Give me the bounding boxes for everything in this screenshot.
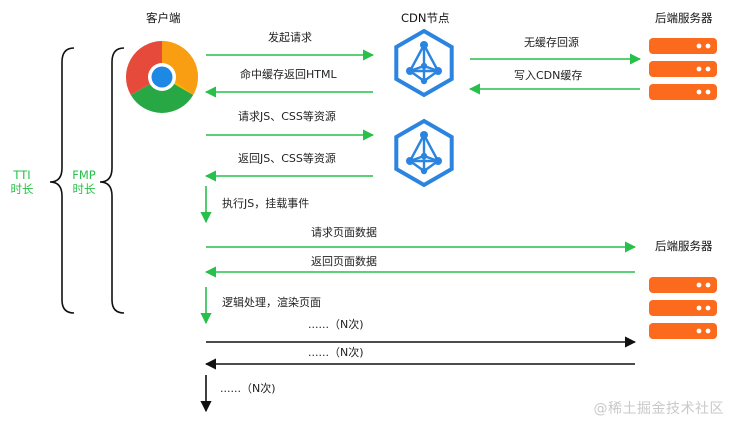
label-loop-1: ......（N次) [308,318,364,331]
fmp-label: FMP 时长 [70,168,98,196]
label-exec-js: 执行JS，挂载事件 [222,197,310,210]
fmp-brace [99,47,125,314]
watermark: @稀土掘金技术社区 [593,401,724,417]
fmp-label-line2: 时长 [72,182,96,196]
label-send-request: 发起请求 [268,31,312,44]
backend-server-icon-mid [649,277,717,339]
cdn-node-icon-secondary [394,119,454,187]
backend-label-top: 后端服务器 [655,11,713,25]
tti-label-line1: TTI [13,168,31,182]
cdn-label: CDN节点 [401,11,450,25]
chrome-browser-icon [125,41,199,114]
label-write-cdn: 写入CDN缓存 [514,69,583,82]
tti-brace [49,47,75,314]
client-label: 客户端 [146,11,181,25]
cdn-node-icon [394,29,454,97]
label-hit-cache: 命中缓存返回HTML [240,68,337,81]
tti-label: TTI 时长 [10,168,34,196]
label-return-js-css: 返回JS、CSS等资源 [238,152,336,165]
label-request-page-data: 请求页面数据 [311,226,377,239]
tti-label-line2: 时长 [10,182,34,196]
label-loop-2: ......（N次) [308,346,364,359]
backend-server-icon-top [649,38,717,100]
fmp-label-line1: FMP [72,168,96,182]
backend-label-mid: 后端服务器 [655,239,713,253]
label-loop-3: ......（N次) [220,382,276,395]
label-no-cache: 无缓存回源 [524,36,579,49]
label-request-js-css: 请求JS、CSS等资源 [238,110,336,123]
label-logic-render: 逻辑处理，渲染页面 [222,296,321,309]
label-return-page-data: 返回页面数据 [311,255,377,268]
